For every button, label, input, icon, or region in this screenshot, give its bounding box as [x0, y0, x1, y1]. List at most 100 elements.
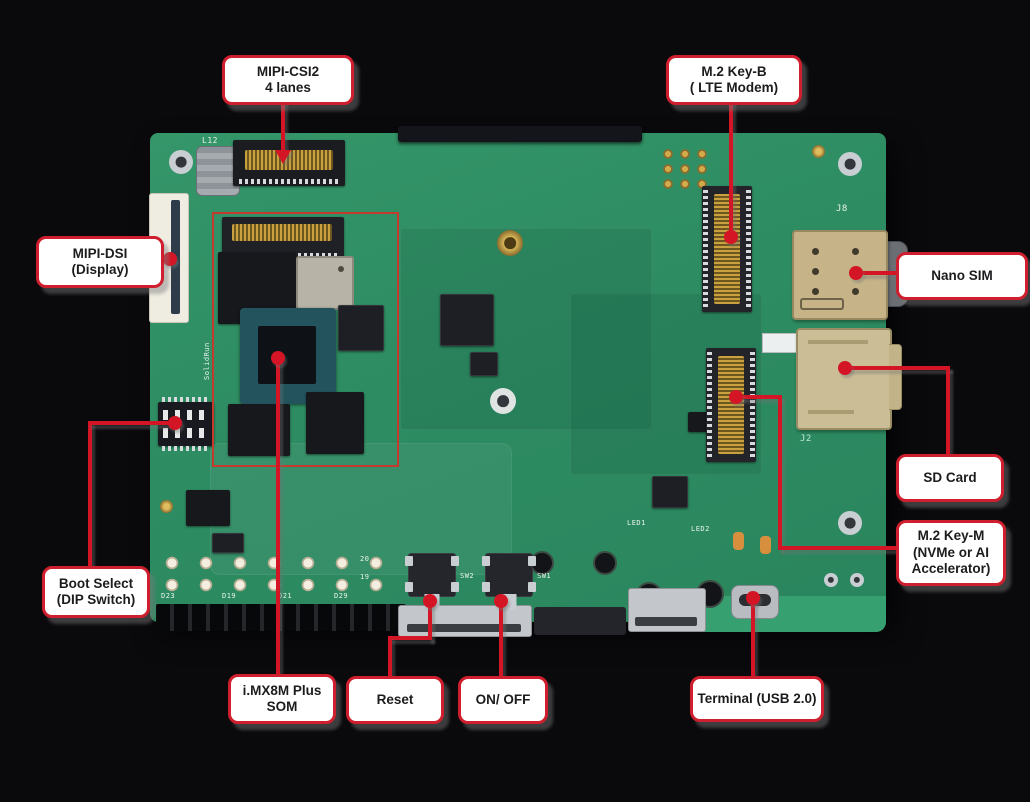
silkscreen-j2: J2: [800, 434, 812, 444]
m2-key-b-callout-line: [729, 99, 733, 233]
cpu-die: [258, 326, 316, 384]
label-som: i.MX8M Plus SOM: [228, 674, 336, 724]
pmic-chip: [338, 305, 384, 351]
on-off-callout-line: [499, 601, 503, 678]
label-m2-key-m-text: M.2 Key-M (NVMe or AI Accelerator): [911, 528, 991, 577]
nano-sim-callout-dot: [849, 266, 863, 280]
sd-card-slot: [796, 328, 902, 430]
label-boot-select-text: Boot Select (DIP Switch): [56, 575, 136, 607]
small-ic: [688, 412, 708, 432]
terminal-callout-line: [751, 598, 755, 678]
via-hole: [850, 573, 864, 587]
connector-pin-row: [239, 179, 339, 184]
label-on-off: ON/ OFF: [458, 676, 548, 724]
small-ic: [470, 352, 498, 376]
m2-key-m-callout-dot: [729, 390, 743, 404]
gold-via: [160, 500, 173, 513]
silkscreen-solidrun: SolidRun: [203, 342, 211, 380]
label-nano-sim-text: Nano SIM: [931, 267, 993, 283]
m2-key-b-callout-dot: [724, 230, 738, 244]
gold-via: [812, 145, 825, 158]
gold-standoff: [497, 230, 523, 256]
bottom-port-dark: [534, 607, 626, 635]
label-mipi-dsi: MIPI-DSI (Display): [36, 236, 164, 288]
m2-key-b-connector: [702, 186, 752, 312]
som-module-outline: [212, 212, 399, 467]
label-terminal-text: Terminal (USB 2.0): [697, 690, 817, 706]
silkscreen-d19: D19: [222, 592, 237, 600]
reset-callout-line: [388, 636, 432, 640]
silkscreen-sw2: SW2: [460, 572, 475, 580]
sd-card-callout-line: [946, 366, 950, 456]
board-edge-tab: [692, 596, 886, 632]
label-on-off-text: ON/ OFF: [475, 691, 531, 707]
screw-hole: [838, 152, 862, 176]
reset-button-sw2: [405, 553, 459, 610]
label-m2-key-m: M.2 Key-M (NVMe or AI Accelerator): [896, 520, 1006, 586]
orange-pad: [760, 536, 771, 554]
sd-card-edge: [889, 344, 902, 410]
shield-dot: [338, 266, 344, 272]
orange-pad: [733, 532, 744, 550]
board-hole: [593, 551, 617, 575]
silkscreen-led1: LED1: [627, 519, 646, 527]
mount-hole: [490, 388, 516, 414]
label-m2-key-b-text: M.2 Key-B ( LTE Modem): [689, 63, 779, 95]
silkscreen-d23: D23: [161, 592, 176, 600]
top-edge-connector: [398, 126, 642, 142]
sd-card-callout-dot: [838, 361, 852, 375]
reset-callout-line: [428, 601, 432, 640]
flash-chip: [306, 392, 364, 454]
som-callout-line: [276, 358, 280, 676]
label-m2-key-b: M.2 Key-B ( LTE Modem): [666, 55, 802, 105]
label-sd-card-text: SD Card: [923, 469, 977, 485]
boot-select-callout-line: [88, 421, 174, 425]
carrier-board: [150, 133, 886, 622]
reset-callout-dot: [423, 594, 437, 608]
silkscreen-d21: D21: [278, 592, 293, 600]
mipi-csi2-connector: [233, 140, 345, 186]
power-button-sw1: [482, 553, 536, 610]
gpio-header: [156, 604, 406, 631]
gpio-pad-grid: [162, 552, 398, 596]
soic-chip: [186, 490, 230, 526]
bottom-port-silver: [398, 605, 532, 637]
on-off-callout-dot: [494, 594, 508, 608]
bottom-port-silver: [628, 588, 706, 632]
label-sd-card: SD Card: [896, 454, 1004, 502]
inductor-l12: [196, 146, 240, 196]
m2-key-m-callout-line: [736, 395, 782, 399]
boot-select-callout-line: [88, 421, 92, 568]
silkscreen-pin20: 20: [360, 555, 370, 563]
label-mipi-csi2: MIPI-CSI2 4 lanes: [222, 55, 354, 105]
label-reset-text: Reset: [376, 691, 414, 707]
m2-key-m-callout-line: [778, 546, 898, 550]
m2-key-m-callout-line: [778, 395, 782, 550]
wireless-shield-module: [296, 256, 354, 310]
reset-callout-line: [388, 636, 392, 678]
label-boot-select: Boot Select (DIP Switch): [42, 566, 150, 618]
silkscreen-j8: J8: [836, 204, 848, 214]
label-terminal: Terminal (USB 2.0): [690, 676, 824, 722]
silkscreen-pin19: 19: [360, 573, 370, 581]
qfp-chip: [440, 294, 494, 346]
silkscreen-d29: D29: [334, 592, 349, 600]
label-reset: Reset: [346, 676, 444, 724]
terminal-callout-dot: [746, 591, 760, 605]
small-ic: [212, 533, 244, 553]
mipi-csi2-callout-arrow: [275, 150, 291, 164]
label-som-text: i.MX8M Plus SOM: [242, 682, 322, 714]
som-callout-dot: [271, 351, 285, 365]
imx8m-plus-cpu: [240, 308, 336, 404]
mipi-dsi-callout-dot: [163, 252, 177, 266]
nano-sim-holder: [792, 230, 888, 320]
nano-sim-callout-line: [860, 271, 898, 275]
screw-hole: [169, 150, 193, 174]
silkscreen-led2: LED2: [691, 525, 710, 533]
emmc-chip: [228, 404, 290, 456]
label-mipi-dsi-text: MIPI-DSI (Display): [71, 245, 129, 277]
m2-key-m-connector: [706, 348, 756, 462]
white-component: [762, 333, 798, 353]
boot-select-callout-dot: [168, 416, 182, 430]
